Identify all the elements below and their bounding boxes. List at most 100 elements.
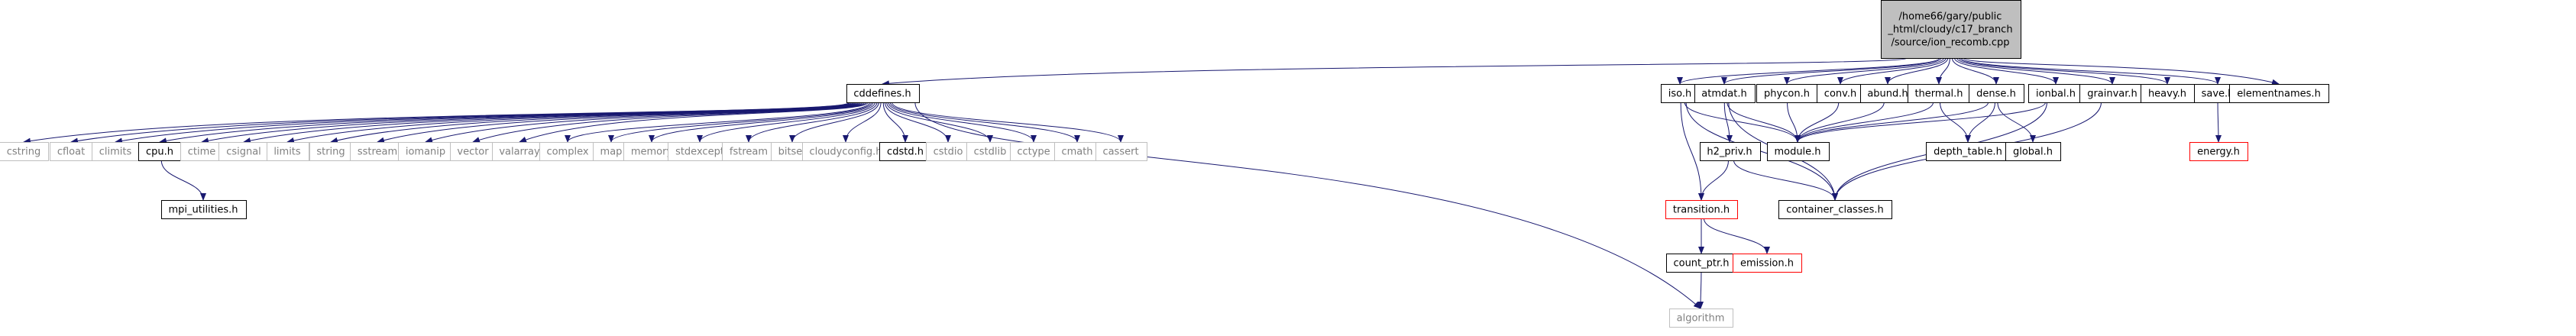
edge-layer <box>23 57 2280 309</box>
node-label: fstream <box>730 147 768 158</box>
edge-root-to-save <box>1960 57 2221 85</box>
node-box <box>539 142 597 161</box>
node-label: cmath <box>1061 147 1092 158</box>
node-layer: /home66/gary/public_html/cloudy/c17_bran… <box>0 0 2329 328</box>
node-box <box>180 142 225 161</box>
node-ctime: ctime <box>180 142 225 161</box>
node-label: string <box>316 147 345 158</box>
edge-cddefines-to-complex <box>565 102 871 143</box>
node-box <box>1054 142 1102 161</box>
node-string: string <box>309 142 354 161</box>
node-box <box>2229 84 2329 103</box>
node-label: cdstd.h <box>887 147 924 158</box>
edge-cddefines-to-sstream <box>377 102 863 144</box>
node-box <box>1700 142 1761 161</box>
node-module[interactable]: module.h <box>1767 142 1830 161</box>
node-count-ptr[interactable]: count_ptr.h <box>1666 254 1738 273</box>
edge-ionbal-to-module <box>1794 102 2046 143</box>
node-phycon[interactable]: phycon.h <box>1756 84 1818 103</box>
node-csignal: csignal <box>218 142 270 161</box>
edge-root-to-conv <box>1837 57 1947 85</box>
edge-cddefines-to-cstdlib <box>886 102 993 143</box>
node-ionbal[interactable]: ionbal.h <box>2028 84 2084 103</box>
node-box <box>668 142 733 161</box>
node-label: cassert <box>1102 147 1138 158</box>
node-box <box>309 142 354 161</box>
node-thermal[interactable]: thermal.h <box>1908 84 1972 103</box>
edge-root-to-cddefines <box>882 57 1908 87</box>
edge-h2-priv-to-transition <box>1698 160 1730 201</box>
node-box <box>0 142 49 161</box>
node-label: dense.h <box>1976 89 2016 100</box>
node-label: thermal.h <box>1914 89 1963 100</box>
node-heavy[interactable]: heavy.h <box>2141 84 2195 103</box>
edge-thermal-to-depth-table <box>1940 102 1971 143</box>
node-label: cloudyconfig.h <box>809 147 882 158</box>
node-label: heavy.h <box>2148 89 2186 100</box>
node-elementnames[interactable]: elementnames.h <box>2229 84 2329 103</box>
node-box <box>802 142 891 161</box>
edge-cddefines-to-vector <box>472 102 867 143</box>
node-box <box>1817 84 1865 103</box>
edge-abund-to-module <box>1794 102 1885 143</box>
node-atmdat[interactable]: atmdat.h <box>1694 84 1756 103</box>
edge-root-to-thermal <box>1936 57 1950 85</box>
node-energy: energy.h <box>2189 142 2248 161</box>
node-label: memory <box>631 147 673 158</box>
node-box <box>1669 309 1733 328</box>
node-box <box>1733 254 1802 273</box>
node-box <box>1095 142 1147 161</box>
node-label: energy.h <box>2197 147 2240 158</box>
node-label: stdexcept <box>675 147 724 158</box>
node-label: ionbal.h <box>2036 89 2076 100</box>
node-algorithm: algorithm <box>1669 309 1733 328</box>
node-cassert: cassert <box>1095 142 1147 161</box>
edge-cddefines-to-cmath <box>889 102 1080 143</box>
node-cmath: cmath <box>1054 142 1102 161</box>
edge-transition-to-emission <box>1703 218 1770 254</box>
node-fstream: fstream <box>722 142 776 161</box>
node-mpi-utilities[interactable]: mpi_utilities.h <box>161 200 247 219</box>
node-cctype: cctype <box>1010 142 1059 161</box>
node-label: cctype <box>1017 147 1050 158</box>
edge-dense-to-global <box>1997 102 2036 143</box>
node-cdstd[interactable]: cdstd.h <box>879 142 932 161</box>
node-depth-table[interactable]: depth_table.h <box>1926 142 2011 161</box>
node-dense[interactable]: dense.h <box>1969 84 2024 103</box>
node-label: iso.h <box>1668 89 1691 100</box>
node-h2-priv[interactable]: h2_priv.h <box>1700 142 1761 161</box>
edge-cddefines-to-memory <box>649 102 874 143</box>
edge-thermal-to-module <box>1794 102 1934 143</box>
node-grainvar[interactable]: grainvar.h <box>2079 84 2146 103</box>
node-box <box>722 142 776 161</box>
node-label: atmdat.h <box>1701 89 1746 100</box>
node-box <box>1665 200 1738 219</box>
node-cpu[interactable]: cpu.h <box>138 142 182 161</box>
node-label: cfloat <box>57 147 85 158</box>
node-label: complex <box>546 147 588 158</box>
edge-root-to-abund <box>1885 57 1949 85</box>
edge-dense-to-module <box>1794 102 1989 143</box>
edge-phycon-to-module <box>1787 102 1801 143</box>
node-cddefines[interactable]: cddefines.h <box>846 84 920 103</box>
node-label: limits <box>273 147 301 158</box>
node-container-classes[interactable]: container_classes.h <box>1778 200 1892 219</box>
edge-cddefines-to-valarray <box>519 102 869 143</box>
node-label: map <box>600 147 623 158</box>
node-iso[interactable]: iso.h <box>1661 84 1700 103</box>
node-box <box>1778 200 1892 219</box>
edge-cddefines-to-cassert <box>891 102 1124 143</box>
node-box <box>1756 84 1818 103</box>
edge-cpu-to-mpi-utilities <box>160 160 206 201</box>
node-label: depth_table.h <box>1934 147 2002 158</box>
node-box <box>267 142 309 161</box>
node-label: cstdio <box>934 147 963 158</box>
edge-h2-priv-to-container-classes <box>1733 160 1838 201</box>
node-cstdio: cstdio <box>926 142 972 161</box>
node-conv[interactable]: conv.h <box>1817 84 1865 103</box>
node-box <box>846 84 920 103</box>
node-label: /source/ion_recomb.cpp <box>1891 37 2009 49</box>
node-abund[interactable]: abund.h <box>1860 84 1917 103</box>
node-global[interactable]: global.h <box>2005 142 2061 161</box>
node-cstdlib: cstdlib <box>966 142 1015 161</box>
